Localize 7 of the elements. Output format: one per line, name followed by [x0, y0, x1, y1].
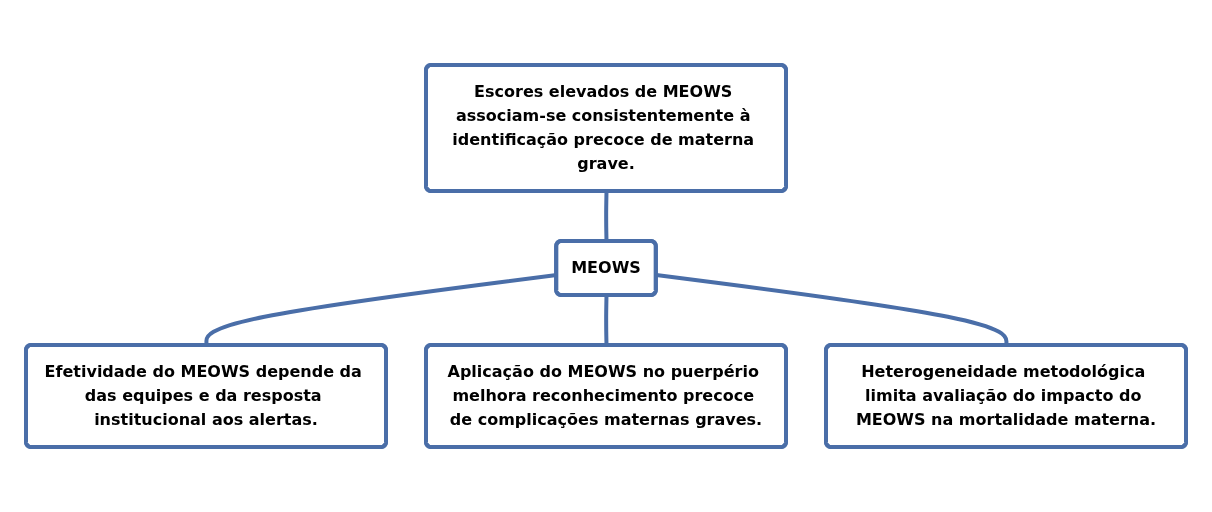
- node-text: Aplicação do MEOWS no puerpério melhora reconhecimento precoce de complicações maternas graves.: [447, 362, 763, 429]
- connector: [604, 191, 609, 242]
- connector: [656, 273, 1009, 346]
- node-text: Escores elevados de MEOWS associam-se consistentemente à identificação precoce de materna grave.: [452, 82, 755, 173]
- node-text: Efetividade do MEOWS depende da das equipes e da resposta institucional aos alertas.: [44, 362, 362, 429]
- node-text: Heterogeneidade metodológica limita avaliação do impacto do MEOWS na mortalidade materna.: [855, 362, 1157, 429]
- connector: [604, 295, 609, 346]
